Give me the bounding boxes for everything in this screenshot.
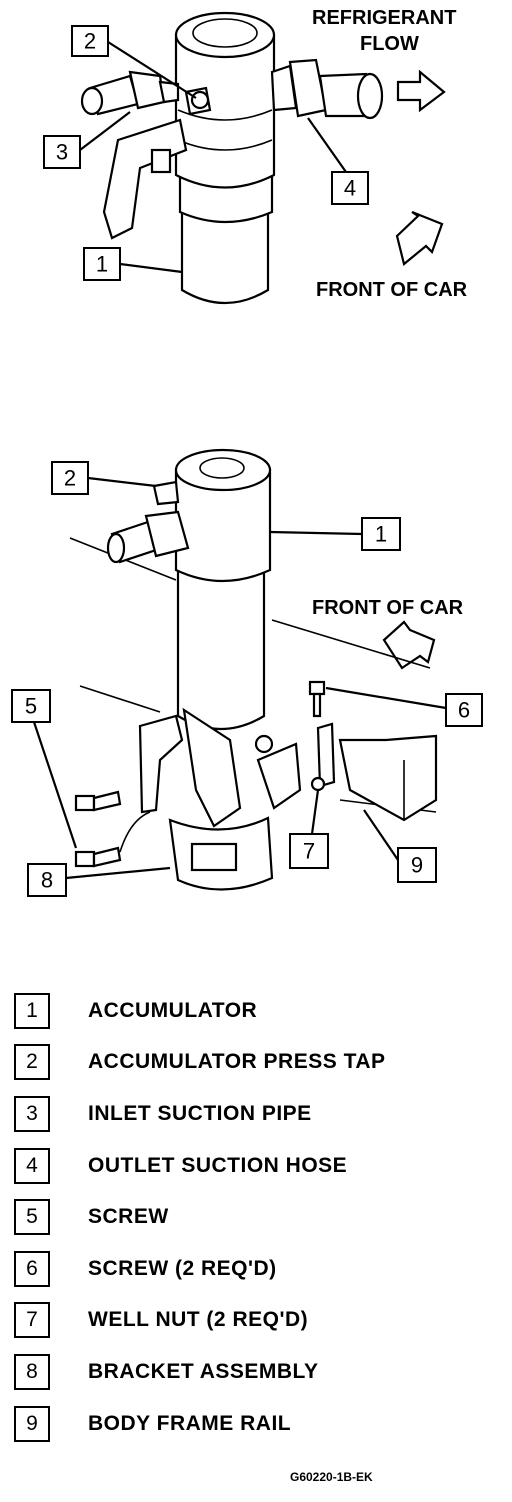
legend-number-box: 9 — [14, 1405, 50, 1442]
legend-label: ACCUMULATOR — [88, 998, 258, 1022]
bracket-assembly — [138, 707, 302, 891]
svg-text:5: 5 — [25, 694, 37, 719]
callout-3-top: 3 — [43, 111, 131, 169]
legend-number-box: 2 — [14, 1044, 50, 1081]
legend-label: INLET SUCTION PIPE — [88, 1101, 312, 1125]
bracket-top — [102, 118, 188, 240]
svg-text:6: 6 — [458, 698, 470, 723]
svg-text:1: 1 — [375, 522, 387, 547]
press-tap-bottom — [152, 480, 180, 506]
refrigerant-flow-label-1: REFRIGERANT — [312, 7, 456, 29]
well-nut — [310, 722, 336, 792]
callout-9-bottom: 9 — [363, 809, 437, 883]
bottom-view: FRONT OF CAR — [11, 448, 483, 897]
callout-1-bottom: 1 — [269, 517, 401, 551]
front-of-car-arrow-icon-bottom — [382, 620, 436, 670]
svg-text:4: 4 — [344, 176, 356, 201]
legend-item: 1 ACCUMULATOR — [14, 985, 504, 1037]
callout-8-bottom: 8 — [27, 863, 171, 897]
svg-text:7: 7 — [303, 839, 315, 864]
front-of-car-label-bottom: FRONT OF CAR — [312, 597, 464, 619]
legend-label: ACCUMULATOR PRESS TAP — [88, 1050, 386, 1074]
figure-code: G60220-1B-EK — [290, 1470, 373, 1484]
screw-5 — [74, 790, 151, 868]
front-of-car-label-top: FRONT OF CAR — [316, 279, 468, 301]
legend-label: OUTLET SUCTION HOSE — [88, 1153, 348, 1177]
legend-label: BRACKET ASSEMBLY — [88, 1359, 319, 1383]
legend-number-box: 8 — [14, 1353, 50, 1390]
legend-item: 7 WELL NUT (2 REQ'D) — [14, 1295, 504, 1347]
legend-item: 9 BODY FRAME RAIL — [14, 1398, 504, 1450]
legend-number-box: 5 — [14, 1199, 50, 1236]
svg-text:1: 1 — [96, 252, 108, 277]
legend-item: 5 SCREW — [14, 1191, 504, 1243]
legend-item: 2 ACCUMULATOR PRESS TAP — [14, 1037, 504, 1089]
legend-item: 6 SCREW (2 REQ'D) — [14, 1243, 504, 1295]
callout-5-bottom: 5 — [11, 689, 78, 849]
legend-number-box: 3 — [14, 1095, 50, 1132]
legend: 1 ACCUMULATOR 2 ACCUMULATOR PRESS TAP 3 INLET… — [14, 985, 504, 1449]
legend-item: 8 BRACKET ASSEMBLY — [14, 1346, 504, 1398]
callout-1-top: 1 — [83, 247, 183, 281]
legend-number-box: 4 — [14, 1147, 50, 1184]
svg-text:9: 9 — [411, 853, 423, 878]
legend-number-box: 7 — [14, 1302, 50, 1339]
svg-text:3: 3 — [56, 140, 68, 165]
accumulator-diagram: REFRIGERANT FLOW FRONT OF CAR — [11, 7, 483, 897]
svg-text:2: 2 — [64, 466, 76, 491]
callout-7-bottom: 7 — [289, 789, 329, 869]
svg-text:2: 2 — [84, 29, 96, 54]
inlet-suction-pipe-bottom — [106, 510, 190, 564]
legend-item: 4 OUTLET SUCTION HOSE — [14, 1140, 504, 1192]
front-of-car-arrow-icon-top — [395, 210, 444, 266]
legend-number-box: 6 — [14, 1250, 50, 1287]
svg-text:8: 8 — [41, 868, 53, 893]
callout-6-bottom: 6 — [325, 686, 483, 727]
accumulator-bottom — [174, 448, 272, 731]
callout-2-top: 2 — [71, 25, 197, 99]
inlet-suction-pipe-top — [80, 70, 180, 116]
accumulator-top — [174, 11, 276, 305]
screw-6 — [308, 680, 326, 718]
press-tap-top — [184, 86, 212, 116]
top-view: REFRIGERANT FLOW FRONT OF CAR — [43, 7, 468, 305]
refrigerant-flow-label-2: FLOW — [360, 33, 419, 55]
legend-label: SCREW (2 REQ'D) — [88, 1256, 277, 1280]
body-frame-rail — [338, 734, 438, 822]
legend-number-box: 1 — [14, 992, 50, 1029]
refrigerant-flow-arrow-icon — [396, 69, 446, 113]
legend-label: SCREW — [88, 1205, 169, 1229]
legend-item: 3 INLET SUCTION PIPE — [14, 1088, 504, 1140]
outlet-suction-hose-top — [270, 58, 384, 120]
callout-2-bottom: 2 — [51, 461, 157, 495]
legend-label: WELL NUT (2 REQ'D) — [88, 1308, 309, 1332]
legend-label: BODY FRAME RAIL — [88, 1411, 292, 1435]
callout-4-top: 4 — [307, 117, 369, 205]
